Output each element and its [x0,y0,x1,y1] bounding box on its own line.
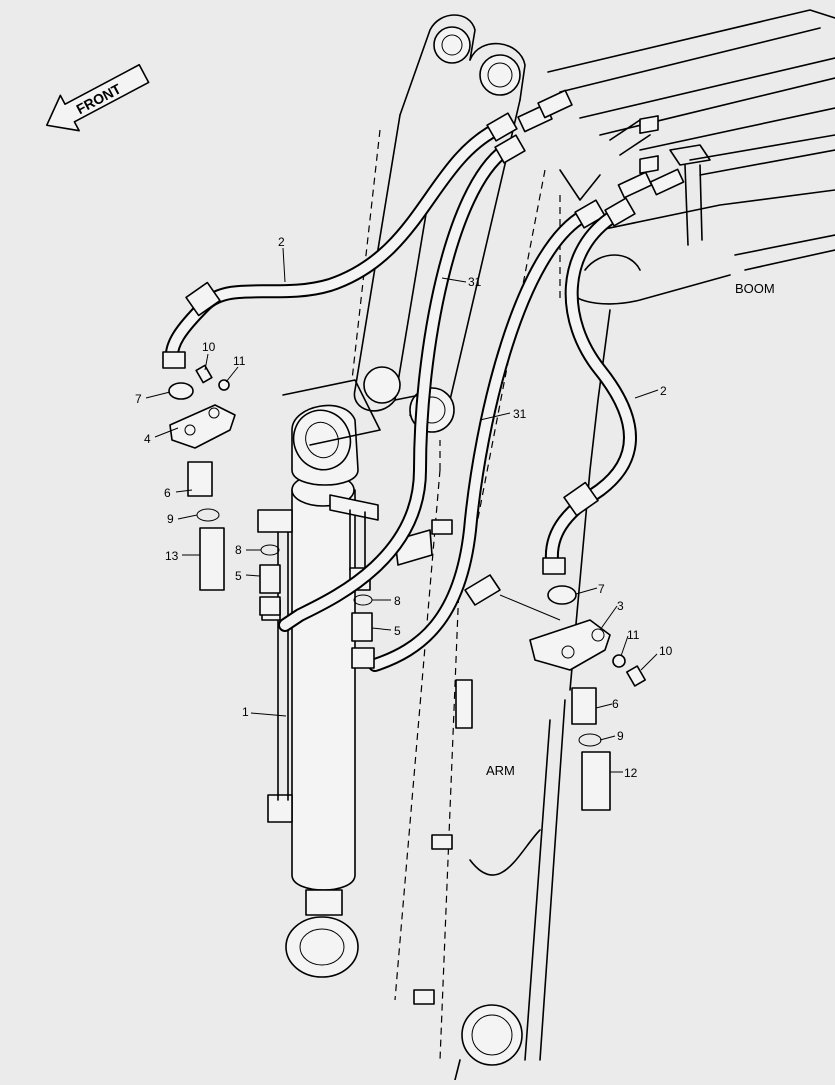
callout-13: 13 [165,549,179,563]
arm-label: ARM [486,763,515,778]
callout-5-left: 5 [235,569,242,583]
callout-10-left: 10 [202,340,216,354]
boom-structure [547,9,835,305]
leader-lines [145,247,659,773]
hose-2-right[interactable] [542,197,637,575]
callout-11-left: 11 [233,354,246,368]
callout-numbers: 2 31 10 11 7 4 6 9 13 8 5 8 5 31 2 7 3 1… [135,235,673,780]
callout-12: 12 [624,766,638,780]
hose-2-left[interactable] [162,112,518,369]
front-direction-arrow: FRONT [45,63,150,132]
callout-8-left: 8 [235,543,242,557]
callout-10-right: 10 [659,644,673,658]
left-fitting-parts [168,364,373,642]
callout-31-right: 31 [513,407,527,421]
callout-4: 4 [144,432,151,446]
right-fitting-parts [499,585,646,811]
callout-6-left: 6 [164,486,171,500]
callout-3: 3 [617,599,624,613]
callout-9-right: 9 [617,729,624,743]
callout-5-right: 5 [394,624,401,638]
callout-9-left: 9 [167,512,174,526]
callout-2-left: 2 [278,235,285,249]
hose-31-right[interactable] [351,199,606,672]
callout-11-right: 11 [627,628,640,642]
callout-7-left: 7 [135,392,142,406]
callout-2-right: 2 [660,384,667,398]
callout-31-left: 31 [468,275,482,289]
arm-cylinder[interactable] [257,379,381,978]
callout-1: 1 [242,705,249,719]
callout-8-right: 8 [394,594,401,608]
callout-7-right: 7 [598,582,605,596]
arm-structure [351,14,611,1081]
boom-fittings [517,89,685,199]
boom-label: BOOM [735,281,775,296]
callout-6-right: 6 [612,697,619,711]
